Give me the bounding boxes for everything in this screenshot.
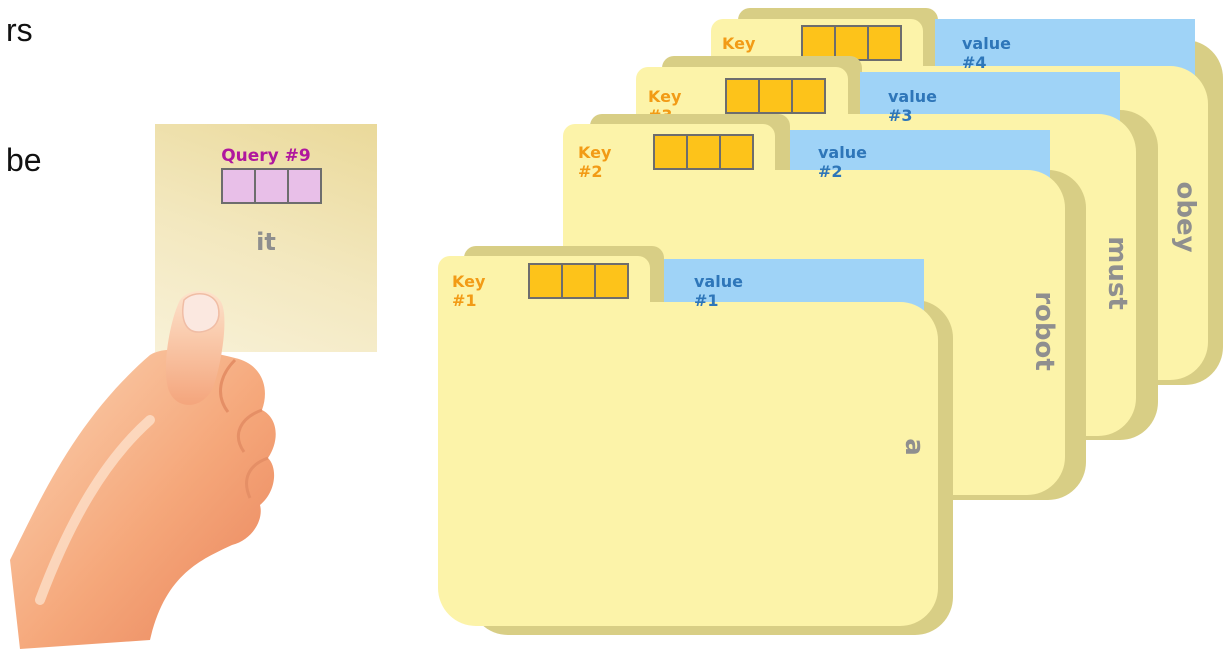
key-label-2: Key #2 xyxy=(578,143,612,181)
value-label-3: value #3 xyxy=(888,87,937,125)
key-vector-2 xyxy=(653,134,754,170)
hand-illustration xyxy=(10,291,276,649)
key-label-1: Key #1 xyxy=(452,272,486,310)
text-fragment-top: rs xyxy=(6,12,33,48)
text-fragment-middle: be xyxy=(6,142,42,178)
value-label-2: value #2 xyxy=(818,143,867,181)
query-word: it xyxy=(256,228,276,256)
key-vector-3 xyxy=(725,78,826,114)
key-vector-4 xyxy=(801,25,902,61)
folder-word-3: must xyxy=(1101,236,1132,310)
value-label-4: value #4 xyxy=(962,34,1011,72)
value-label-1: value #1 xyxy=(694,272,743,310)
query-vector xyxy=(221,168,322,204)
folder-word-2: robot xyxy=(1028,291,1059,371)
folder-word-4: obey xyxy=(1170,181,1201,253)
folder-word-1: a xyxy=(898,438,929,456)
key-vector-1 xyxy=(528,263,629,299)
query-label: Query #9 xyxy=(221,146,311,166)
